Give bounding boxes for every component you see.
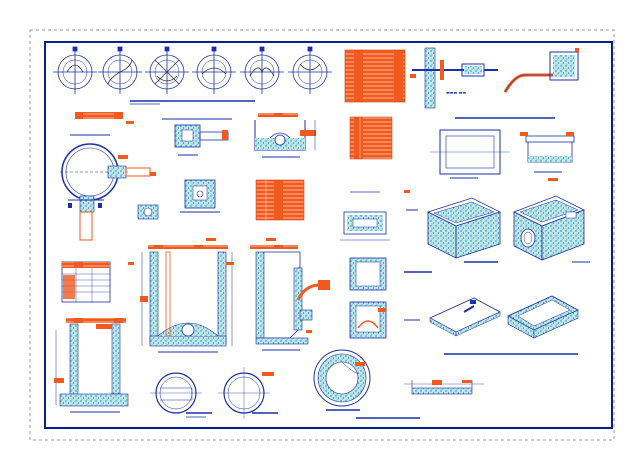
pipe-connection-detail-1: ▬▬▬ ▬▬ [412, 47, 498, 109]
pipe-joint-plan-row [53, 46, 332, 94]
isometric-box-2 [513, 195, 590, 263]
channel-section-with-pipe [254, 113, 316, 158]
material-schedule-orange-1 [349, 116, 393, 160]
pipe-dimension-table [61, 261, 111, 303]
joint-plan-1 [53, 46, 97, 94]
isometric-ring-frame [507, 295, 579, 339]
joint-plan-2 [98, 46, 142, 94]
precast-box-plan [430, 129, 510, 179]
joint-plan-5 [240, 46, 284, 94]
drawing-frame [44, 41, 613, 429]
circular-chamber-plan [313, 349, 371, 411]
isometric-slab [429, 297, 501, 337]
joint-plan-6 [288, 46, 332, 94]
manhole-cross-section-left [54, 318, 129, 413]
precast-box-section [520, 132, 575, 173]
material-schedule-orange-2 [255, 179, 305, 221]
joint-plan-3 [145, 46, 189, 94]
manhole-longitudinal-section [140, 245, 233, 353]
small-chamber-section-top [340, 191, 390, 241]
manhole-cover-plan-2 [218, 367, 278, 419]
small-box-section [180, 179, 220, 213]
outer-dashed-border [29, 29, 615, 441]
orange-callout-tags [126, 121, 558, 383]
small-chamber-section-bottom [349, 301, 387, 339]
notes-marker [410, 74, 416, 78]
svg-text:▬▬▬ ▬▬: ▬▬▬ ▬▬ [446, 90, 466, 95]
joint-plan-4 [192, 46, 236, 94]
isometric-box-1 [426, 197, 502, 263]
inlet-box-section [162, 118, 232, 156]
pipe-connection-detail-2 [503, 48, 579, 93]
small-pipe-detail [137, 204, 159, 220]
general-notes-block [344, 49, 406, 103]
manhole-side-section [250, 245, 330, 351]
manhole-cover-plan-1 [150, 372, 212, 418]
manhole-plan-view [60, 112, 156, 241]
trench-detail [356, 380, 484, 419]
small-chamber-section-mid [349, 257, 387, 291]
